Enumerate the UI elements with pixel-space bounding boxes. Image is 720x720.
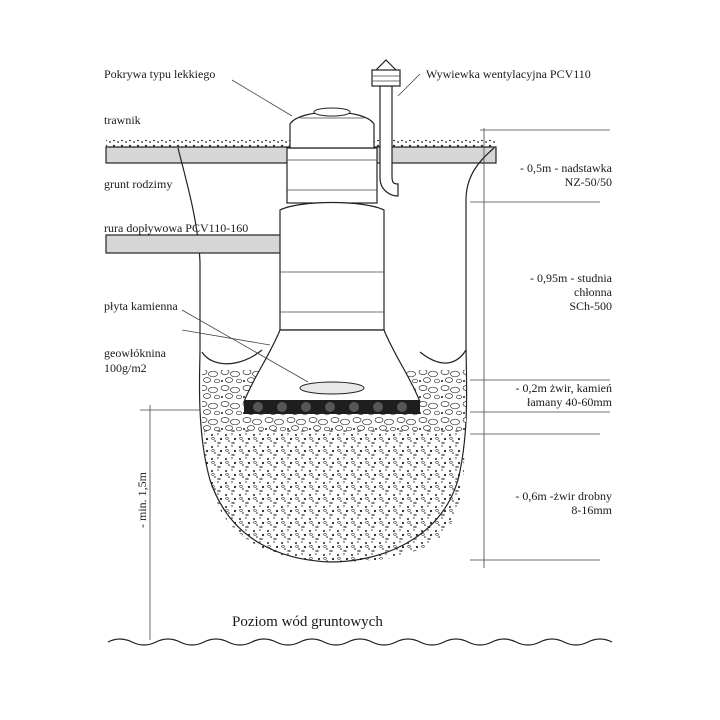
stone-plate	[299, 381, 365, 395]
label-geotextile-weight: 100g/m2	[104, 361, 147, 375]
dimension-label-3-line-1: - 0,2m żwir, kamień	[516, 381, 613, 395]
light-cover-lid	[289, 111, 375, 149]
dimension-label-2-line-1: - 0,95m - studnia	[530, 271, 613, 285]
dimension-label-1-line-2: NZ-50/50	[565, 175, 612, 189]
dimension-label-2-line-3: SCh-500	[569, 299, 612, 313]
fine-gravel-layer	[204, 430, 465, 562]
dimension-label-4-line-2: 8-16mm	[571, 503, 612, 517]
absorption-well-body	[279, 201, 385, 331]
label-groundwater: Poziom wód gruntowych	[232, 614, 383, 630]
label-cover: Pokrywa typu lekkiego	[104, 67, 215, 81]
label-depth-min: - min. 1,5m	[135, 471, 149, 528]
groundwater-line	[107, 638, 613, 646]
label-lawn: trawnik	[104, 113, 141, 127]
stone-row	[244, 400, 420, 414]
ventilation-pipe	[379, 85, 399, 197]
dimension-label-3-line-2: łamany 40-60mm	[527, 395, 613, 409]
inlet-pipe	[105, 234, 305, 254]
dimension-label-2-line-2: chłonna	[574, 285, 613, 299]
dimension-label-4-line-1: - 0,6m -żwir drobny	[515, 489, 612, 503]
label-geotextile: geowłóknina	[104, 346, 167, 360]
label-stone-plate: płyta kamienna	[104, 299, 178, 313]
well-extension-ring	[286, 147, 378, 204]
label-vent: Wywiewka wentylacyjna PCV110	[426, 67, 591, 81]
dimension-label-1-line-1: - 0,5m - nadstawka	[520, 161, 613, 175]
ventilation-cap	[371, 69, 401, 87]
label-native-soil: grunt rodzimy	[104, 177, 172, 191]
label-inlet-pipe: rura dopływowa PCV110-160	[104, 221, 248, 235]
geotextile-membrane	[201, 349, 467, 365]
